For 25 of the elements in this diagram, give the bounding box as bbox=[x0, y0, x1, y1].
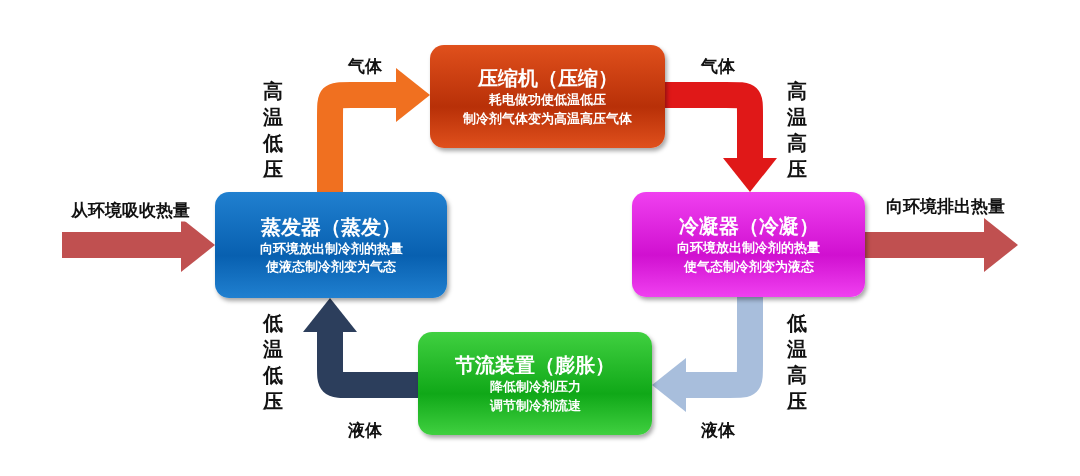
flow-arrow bbox=[317, 68, 430, 192]
box-title: 压缩机（压缩） bbox=[477, 65, 618, 92]
box-title: 蒸发器（蒸发） bbox=[261, 213, 401, 240]
edge-label: 气体 bbox=[699, 54, 737, 78]
box-description: 向环境放出制冷剂的热量使气态制冷剂变为液态 bbox=[677, 239, 820, 276]
edge-label: 向环境排出热量 bbox=[883, 194, 1007, 218]
state-label: 高温高压 bbox=[787, 78, 807, 182]
box-description: 耗电做功使低温低压制冷剂气体变为高温高压气体 bbox=[463, 91, 632, 128]
state-label: 低温高压 bbox=[787, 310, 807, 414]
process-box bbox=[418, 332, 652, 435]
box-title: 冷凝器（冷凝） bbox=[678, 213, 819, 240]
box-description: 向环境放出制冷剂的热量使液态制冷剂变为气态 bbox=[259, 239, 403, 276]
box-title: 节流装置（膨胀） bbox=[455, 352, 615, 379]
flow-arrow bbox=[865, 218, 1018, 272]
box-description: 降低制冷剂压力调节制冷剂流速 bbox=[489, 378, 581, 415]
process-box bbox=[632, 192, 865, 297]
flow-arrow bbox=[663, 82, 777, 192]
edge-label: 从环境吸收热量 bbox=[68, 198, 192, 222]
state-label: 高温低压 bbox=[263, 78, 283, 182]
edge-label: 液体 bbox=[699, 418, 737, 442]
edge-label: 液体 bbox=[346, 418, 384, 442]
process-box bbox=[430, 45, 665, 148]
state-label: 低温低压 bbox=[263, 310, 283, 414]
edge-label: 气体 bbox=[346, 54, 384, 78]
process-box bbox=[215, 192, 447, 298]
